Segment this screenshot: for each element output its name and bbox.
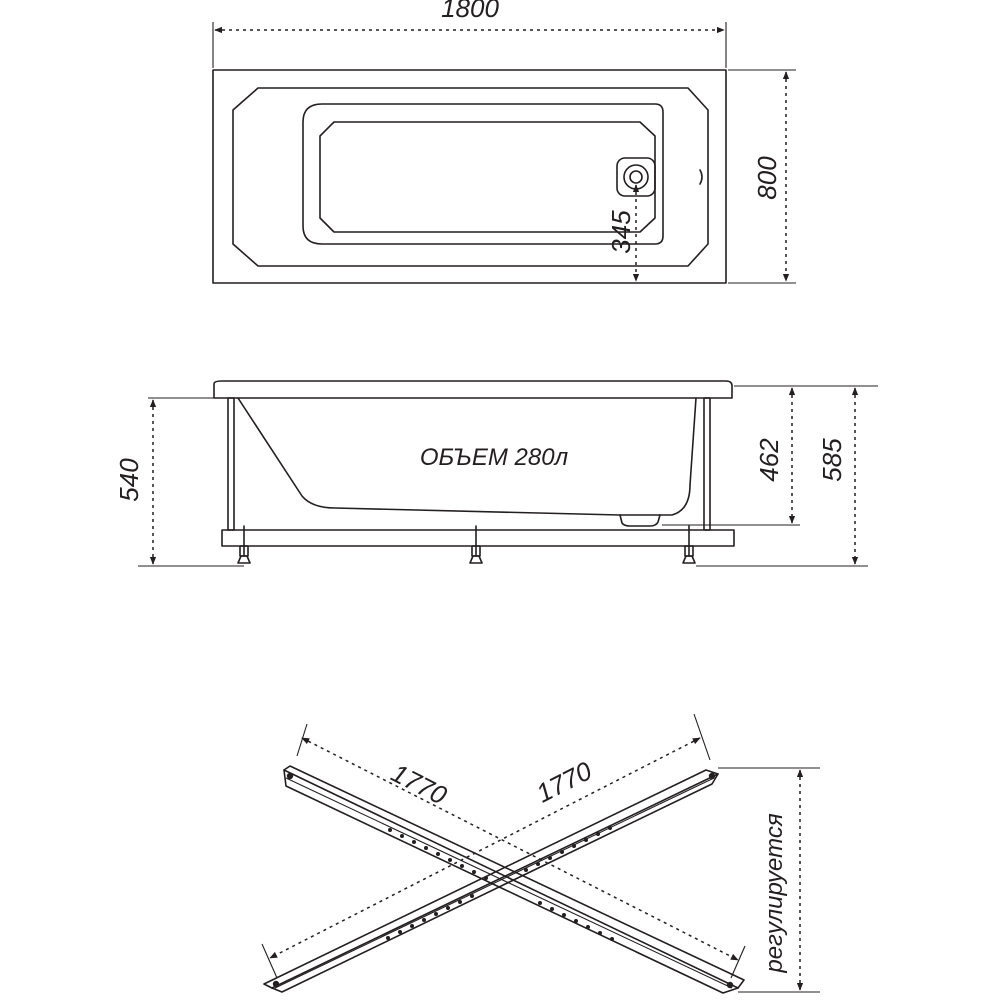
- leg-right: [703, 397, 711, 531]
- rail-a-length-dimension: 1770: [387, 757, 453, 810]
- rail-a-length-dimension-line: [301, 737, 739, 961]
- drain-plug: [629, 170, 643, 184]
- base-frame: [221, 529, 735, 547]
- foot-right: [682, 525, 696, 564]
- frame-view: 1770 1770 регулируется: [261, 713, 820, 994]
- total-height-dimension: 585: [817, 438, 847, 482]
- tub-outer-rim: [212, 69, 727, 284]
- drain-housing: [616, 157, 656, 197]
- foot-left: [237, 525, 251, 564]
- drain-offset-dimension: 345: [606, 210, 636, 254]
- foot-middle: [469, 525, 483, 564]
- volume-label: ОБЪЕМ 280л: [420, 444, 569, 471]
- side-drain: [619, 514, 661, 527]
- floor-to-rim-dimension: 540: [114, 458, 144, 502]
- rail-b-length-dimension: 1770: [531, 755, 597, 808]
- length-dimension: 1800: [441, 0, 499, 23]
- tub-inner-rim: [232, 87, 709, 267]
- rail-b-length-dimension-line: [269, 737, 701, 959]
- width-dimension: 800: [752, 156, 782, 200]
- side-rim: [213, 380, 733, 399]
- top-view: 1800 800 345: [212, 0, 796, 284]
- side-view: ОБЪЕМ 280л 540 462: [114, 380, 878, 567]
- tub-basin-floor: [319, 121, 656, 233]
- tub-basin-outline: [302, 103, 664, 245]
- depth-dimension: 462: [754, 438, 784, 482]
- adjustable-label: регулируется: [761, 813, 788, 973]
- overflow-mark: [699, 169, 703, 185]
- leg-left: [227, 397, 235, 531]
